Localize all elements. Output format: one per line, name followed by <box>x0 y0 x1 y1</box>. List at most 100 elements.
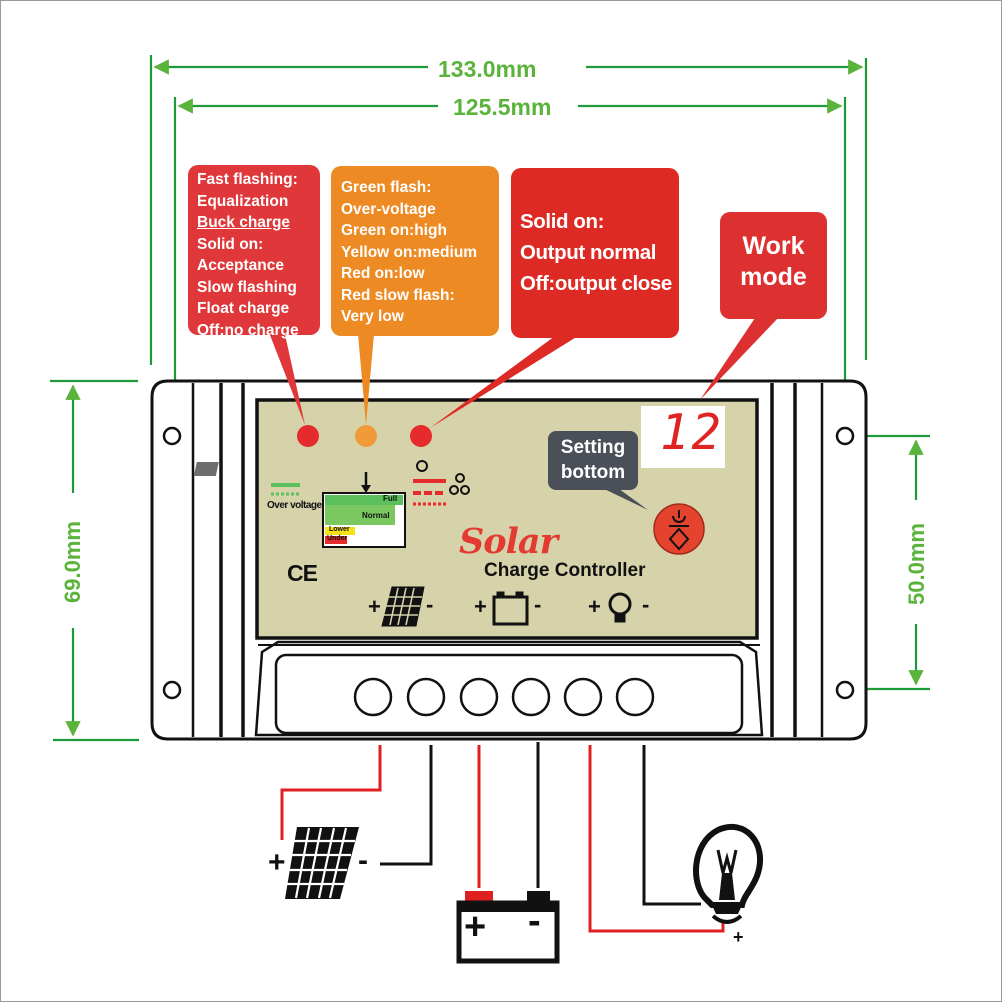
wiring-battery-minus: - <box>528 900 541 942</box>
callout-line: Over-voltage <box>341 200 436 218</box>
mini-solar-icon <box>193 462 219 476</box>
wiring-battery-plus: + <box>464 906 487 948</box>
terminals <box>353 677 655 717</box>
callout-line: Very low <box>341 308 404 325</box>
charge-led <box>297 425 319 447</box>
callout-line: Setting <box>560 437 626 458</box>
work-mode-display <box>641 406 725 468</box>
mini-bulb-icon <box>460 485 470 495</box>
pointer-setting-button <box>598 486 648 510</box>
face-battery-minus: - <box>534 592 542 617</box>
dim-label-overall-height: 69.0mm <box>60 517 86 607</box>
pointer-load-led <box>430 336 578 428</box>
battery-led <box>355 425 377 447</box>
over-voltage-label: Over voltage <box>267 500 322 511</box>
wiring <box>280 742 725 933</box>
battery-indicator-graphic <box>193 460 470 548</box>
mini-bulb-icon <box>449 485 459 495</box>
bulb-icon-base <box>614 613 626 623</box>
battery-level-label-normal: Normal <box>362 511 390 520</box>
wiring-solar-plus: + <box>268 846 286 879</box>
mount-hole-bottom-right <box>835 680 855 700</box>
face-load-plus: + <box>588 594 601 619</box>
callout-line: Green on:high <box>341 222 447 239</box>
callout-load-led: Solid on: Output normal Off:output close <box>511 168 679 338</box>
bulb-tip <box>711 914 743 924</box>
face-solar-plus: + <box>368 594 381 619</box>
callout-line: Buck charge <box>197 214 291 231</box>
mini-bulb-icon <box>416 460 428 472</box>
callout-line: mode <box>740 263 807 291</box>
battery-level-under <box>325 536 347 544</box>
face-terminal-icons <box>381 586 632 627</box>
battery-icon <box>492 595 529 626</box>
pointer-work-mode <box>700 318 778 400</box>
battery-positive-post <box>465 891 493 901</box>
terminal-load-minus <box>615 677 655 717</box>
callout-line: Red on:low <box>341 265 425 282</box>
setting-icon-diamond[interactable] <box>668 527 690 551</box>
dim-label-overall-width: 133.0mm <box>432 56 543 83</box>
wire-solar-positive <box>280 745 382 840</box>
terminal-block-inner <box>274 653 744 735</box>
mount-hole-top-left <box>162 426 182 446</box>
battery-level-full <box>325 495 403 505</box>
power-icon[interactable] <box>672 515 686 523</box>
callout-line: Green flash: <box>341 179 432 196</box>
callout-line: Solid on: <box>520 210 605 233</box>
callout-line: Off:output close <box>520 272 672 295</box>
terminal-solar-minus <box>406 677 446 717</box>
controller-body <box>150 379 868 741</box>
callout-battery-led: Green flash: Over-voltage Green on:high … <box>331 166 499 336</box>
wire-load-positive <box>588 745 725 933</box>
mount-hole-bottom-left <box>162 680 182 700</box>
external-solar-panel <box>285 827 359 899</box>
callout-line: Yellow on:medium <box>341 243 478 261</box>
callout-setting-button: Setting bottom <box>548 431 638 490</box>
callout-line: Float charge <box>197 300 290 317</box>
battery-level-label-lower: Lower <box>329 526 350 533</box>
external-solar-panel-icon <box>285 827 359 899</box>
battery-level-lower <box>325 527 355 535</box>
setting-button[interactable] <box>653 503 705 555</box>
external-bulb <box>693 823 763 924</box>
wire-load-negative <box>642 745 701 906</box>
wiring-load-plus: + <box>733 927 744 947</box>
battery-negative-post <box>527 891 550 903</box>
battery-level-label-full: Full <box>383 494 398 503</box>
callout-charge-led: Fast flashing: Equalization Buck charge … <box>188 165 320 339</box>
bulb-neck <box>719 873 735 900</box>
callout-line: Off:no charge <box>197 321 299 339</box>
face-load-minus: - <box>642 592 650 617</box>
battery-top-band <box>459 903 557 912</box>
terminal-load-plus <box>563 677 603 717</box>
callout-line: Red slow flash: <box>341 286 455 304</box>
wiring-load-minus: - <box>744 878 752 905</box>
callout-line: Work <box>742 232 805 260</box>
callout-line: Solid on: <box>197 235 264 253</box>
down-arrow-head <box>361 485 371 493</box>
external-battery <box>456 891 560 964</box>
callout-line: Equalization <box>197 192 289 210</box>
product-subtitle: Charge Controller <box>484 560 646 581</box>
wire-solar-negative <box>380 745 433 866</box>
pointer-battery-led <box>358 334 374 425</box>
face-solar-minus: - <box>426 592 434 617</box>
ce-mark: CE <box>287 560 318 586</box>
load-led <box>410 425 432 447</box>
callout-line: bottom <box>560 462 626 483</box>
callout-line: Acceptance <box>197 257 285 274</box>
callout-line: Fast flashing: <box>197 171 298 188</box>
display-value: 12 <box>660 404 724 461</box>
battery-level-label-under: Under <box>327 535 348 542</box>
dim-label-mounting-width: 125.5mm <box>447 94 558 121</box>
bulb-base <box>712 905 742 914</box>
wiring-solar-minus: - <box>358 844 368 877</box>
callout-pointers <box>268 318 778 510</box>
battery-icon-terminal <box>515 591 524 598</box>
callout-work-mode: Work mode <box>720 212 827 319</box>
terminal-battery-plus <box>459 677 499 717</box>
pointer-charge-led <box>268 330 305 425</box>
callout-line: Output normal <box>520 241 657 264</box>
mini-bulb-icon <box>455 473 465 483</box>
